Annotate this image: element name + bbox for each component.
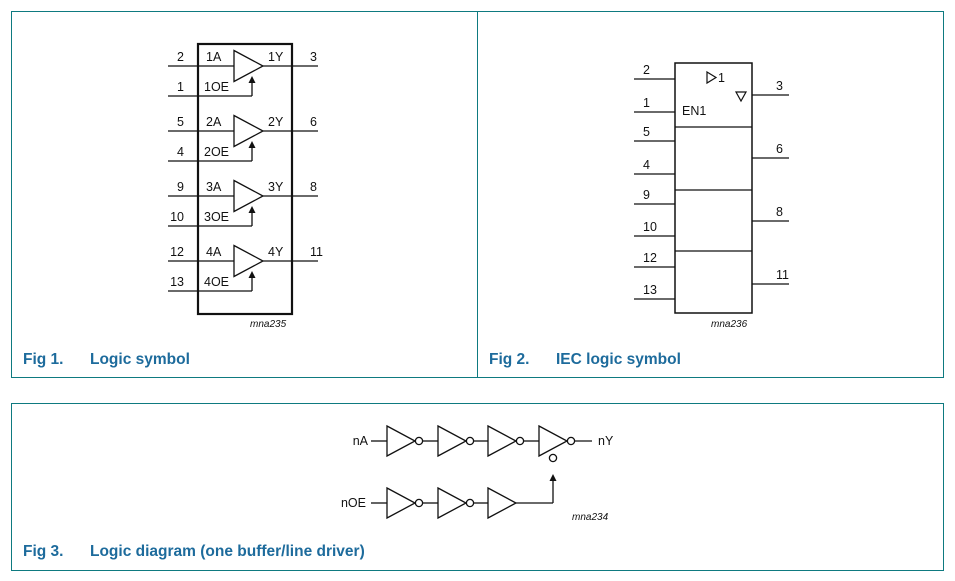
fig1-output-pin: 6 bbox=[310, 115, 317, 129]
fig1-oe-label: 2OE bbox=[204, 145, 229, 159]
fig2-input-pin: 2 bbox=[643, 63, 650, 77]
fig1-input-label: 4A bbox=[206, 245, 222, 259]
fig3-inverter-bubble bbox=[414, 498, 424, 508]
fig1-oe-arrow bbox=[248, 141, 256, 148]
fig1-oe-label: 3OE bbox=[204, 210, 229, 224]
fig2-frame bbox=[477, 11, 944, 378]
fig2-input-pin: 10 bbox=[643, 220, 657, 234]
fig1-buffer-triangle bbox=[233, 179, 265, 213]
fig3-output-buffer-triangle bbox=[538, 424, 569, 458]
fig1-oe-pin: 10 bbox=[170, 210, 184, 224]
fig1-oe-pin: 1 bbox=[177, 80, 184, 94]
fig1-output-pin: 3 bbox=[310, 50, 317, 64]
fig3-enable-bubble bbox=[548, 453, 558, 463]
fig2-output-pin: 3 bbox=[776, 79, 783, 93]
fig3-inverter-triangle bbox=[487, 424, 518, 458]
fig1-oe-pin: 4 bbox=[177, 145, 184, 159]
fig3-inverter-triangle bbox=[386, 424, 417, 458]
fig3-inverter-triangle bbox=[437, 486, 468, 520]
fig1-input-pin: 5 bbox=[177, 115, 184, 129]
fig2-input-pin: 4 bbox=[643, 158, 650, 172]
fig1-input-label: 2A bbox=[206, 115, 222, 129]
fig2-input-pin: 12 bbox=[643, 251, 657, 265]
fig3-output-bubble bbox=[566, 436, 576, 446]
fig1-oe-pin: 13 bbox=[170, 275, 184, 289]
fig3-inverter-triangle bbox=[386, 486, 417, 520]
fig2-buffer-qualifier-icon bbox=[706, 70, 718, 85]
fig2-input-pin: 9 bbox=[643, 188, 650, 202]
fig1-output-pin: 8 bbox=[310, 180, 317, 194]
fig1-buffer-triangle bbox=[233, 49, 265, 83]
fig3-buffer-triangle bbox=[487, 486, 518, 520]
fig1-input-label: 1A bbox=[206, 50, 222, 64]
fig1-output-label: 4Y bbox=[268, 245, 284, 259]
fig1-output-label: 2Y bbox=[268, 115, 284, 129]
fig3-inverter-triangle bbox=[437, 424, 468, 458]
fig1-title: Logic symbol bbox=[90, 351, 190, 368]
fig2-symbol-body bbox=[674, 62, 753, 314]
fig3-inverter-bubble bbox=[465, 436, 475, 446]
fig2-title: IEC logic symbol bbox=[556, 351, 681, 368]
fig2-number: Fig 2. bbox=[489, 351, 530, 368]
fig3-input-label: nA bbox=[353, 434, 369, 448]
fig2-input-pin: 1 bbox=[643, 96, 650, 110]
fig1-oe-arrow bbox=[248, 271, 256, 278]
fig3-inverter-bubble bbox=[515, 436, 525, 446]
fig1-output-pin: 11 bbox=[310, 245, 323, 259]
fig1-number: Fig 1. bbox=[23, 351, 64, 368]
fig3-enable-label: nOE bbox=[341, 496, 366, 510]
fig1-oe-arrow bbox=[248, 206, 256, 213]
fig1-code: mna235 bbox=[250, 319, 287, 330]
fig3-enable-arrow bbox=[549, 474, 557, 481]
fig2-input-pin: 5 bbox=[643, 125, 650, 139]
fig1-output-label: 3Y bbox=[268, 180, 284, 194]
fig3-inverter-bubble bbox=[465, 498, 475, 508]
fig2-output-pin: 11 bbox=[776, 268, 789, 282]
fig1-input-pin: 12 bbox=[170, 245, 184, 259]
fig2-buffer-qualifier: 1 bbox=[718, 71, 725, 85]
fig2-input-pin: 13 bbox=[643, 283, 657, 297]
fig1-caption: Fig 1. Logic symbol bbox=[23, 351, 190, 369]
fig3-output-label: nY bbox=[598, 434, 614, 448]
fig3-caption: Fig 3. Logic diagram (one buffer/line dri… bbox=[23, 543, 365, 561]
fig3-code: mna234 bbox=[572, 512, 609, 523]
fig1-input-label: 3A bbox=[206, 180, 222, 194]
fig1-buffer-triangle bbox=[233, 114, 265, 148]
fig2-enable-label: EN1 bbox=[682, 104, 706, 118]
fig1-symbol-body bbox=[196, 42, 294, 316]
fig1-oe-label: 4OE bbox=[204, 275, 229, 289]
fig1-oe-label: 1OE bbox=[204, 80, 229, 94]
fig3-number: Fig 3. bbox=[23, 543, 64, 560]
fig3-title: Logic diagram (one buffer/line driver) bbox=[90, 543, 365, 560]
fig1-input-pin: 2 bbox=[177, 50, 184, 64]
fig3-frame bbox=[11, 403, 944, 571]
fig1-buffer-triangle bbox=[233, 244, 265, 278]
fig1-output-label: 1Y bbox=[268, 50, 284, 64]
fig3-inverter-bubble bbox=[414, 436, 424, 446]
fig2-output-pin: 6 bbox=[776, 142, 783, 156]
fig1-input-pin: 9 bbox=[177, 180, 184, 194]
fig2-code: mna236 bbox=[711, 319, 748, 330]
fig2-caption: Fig 2. IEC logic symbol bbox=[489, 351, 681, 369]
fig2-three-state-icon bbox=[734, 91, 748, 103]
fig1-oe-arrow bbox=[248, 76, 256, 83]
fig2-output-pin: 8 bbox=[776, 205, 783, 219]
